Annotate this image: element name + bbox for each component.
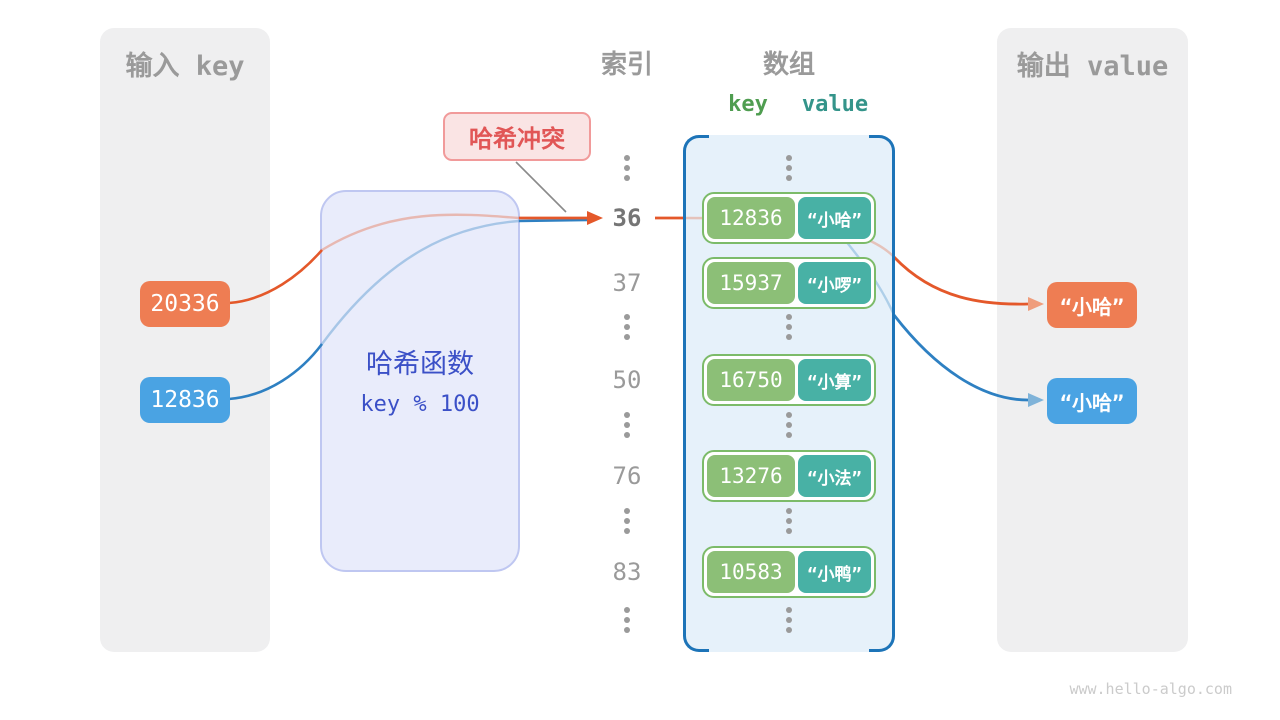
pair-value: “小鸭” bbox=[798, 551, 871, 593]
index-76: 76 bbox=[612, 462, 642, 490]
array-ellipsis bbox=[786, 607, 792, 633]
orange-arrowhead-index bbox=[587, 211, 603, 225]
array-left-bracket bbox=[683, 135, 709, 652]
output-value-orange: “小哈” bbox=[1047, 282, 1137, 328]
value-header: value bbox=[801, 92, 869, 117]
collision-label: 哈希冲突 bbox=[443, 112, 591, 161]
site-watermark: www.hello-algo.com bbox=[1069, 680, 1232, 698]
blue-output-line bbox=[892, 314, 1029, 402]
orange-arrowhead-output bbox=[1028, 297, 1044, 311]
pair-key: 16750 bbox=[707, 359, 795, 401]
hash-function-box bbox=[320, 190, 520, 572]
pair-row: 12836 “小哈” bbox=[702, 192, 876, 244]
array-column-title: 数组 bbox=[762, 49, 815, 79]
index-ellipsis bbox=[624, 155, 630, 181]
collision-pointer-line bbox=[515, 161, 567, 213]
pair-row: 16750 “小算” bbox=[702, 354, 876, 406]
pair-key: 15937 bbox=[707, 262, 795, 304]
hash-function-formula: key % 100 bbox=[360, 392, 480, 417]
pair-value: “小算” bbox=[798, 359, 871, 401]
pair-value: “小哈” bbox=[798, 197, 871, 239]
orange-hash-line-faded bbox=[321, 213, 520, 252]
output-value-blue: “小哈” bbox=[1047, 378, 1137, 424]
pair-value: “小法” bbox=[798, 455, 871, 497]
pair-key: 13276 bbox=[707, 455, 795, 497]
input-panel-title: 输入 key bbox=[125, 51, 245, 82]
orange-output-line bbox=[892, 256, 1029, 306]
blue-hash-line-faded bbox=[321, 219, 520, 345]
array-ellipsis bbox=[786, 155, 792, 181]
array-ellipsis bbox=[786, 508, 792, 534]
input-key-20336: 20336 bbox=[140, 281, 230, 327]
index-36: 36 bbox=[612, 204, 642, 232]
index-ellipsis bbox=[624, 508, 630, 534]
array-ellipsis bbox=[786, 412, 792, 438]
array-ellipsis bbox=[786, 314, 792, 340]
pair-key: 10583 bbox=[707, 551, 795, 593]
orange-input-line bbox=[228, 249, 323, 305]
input-key-12836: 12836 bbox=[140, 377, 230, 423]
pair-key: 12836 bbox=[707, 197, 795, 239]
pair-row: 15937 “小啰” bbox=[702, 257, 876, 309]
input-panel bbox=[100, 28, 270, 652]
blue-arrowhead-output bbox=[1028, 393, 1044, 407]
blue-input-line bbox=[228, 343, 324, 401]
hash-function-title: 哈希函数 bbox=[366, 349, 474, 379]
pair-row: 10583 “小鸭” bbox=[702, 546, 876, 598]
output-panel bbox=[997, 28, 1188, 652]
output-panel-title: 输出 value bbox=[1016, 51, 1169, 82]
index-37: 37 bbox=[612, 269, 642, 297]
index-50: 50 bbox=[612, 366, 642, 394]
index-ellipsis bbox=[624, 314, 630, 340]
key-header: key bbox=[728, 92, 768, 117]
index-ellipsis bbox=[624, 607, 630, 633]
pair-value: “小啰” bbox=[798, 262, 871, 304]
index-ellipsis bbox=[624, 412, 630, 438]
index-column-title: 索引 bbox=[600, 49, 653, 79]
array-right-bracket bbox=[869, 135, 895, 652]
blue-to-index-line bbox=[518, 218, 589, 223]
pair-row: 13276 “小法” bbox=[702, 450, 876, 502]
index-83: 83 bbox=[612, 558, 642, 586]
